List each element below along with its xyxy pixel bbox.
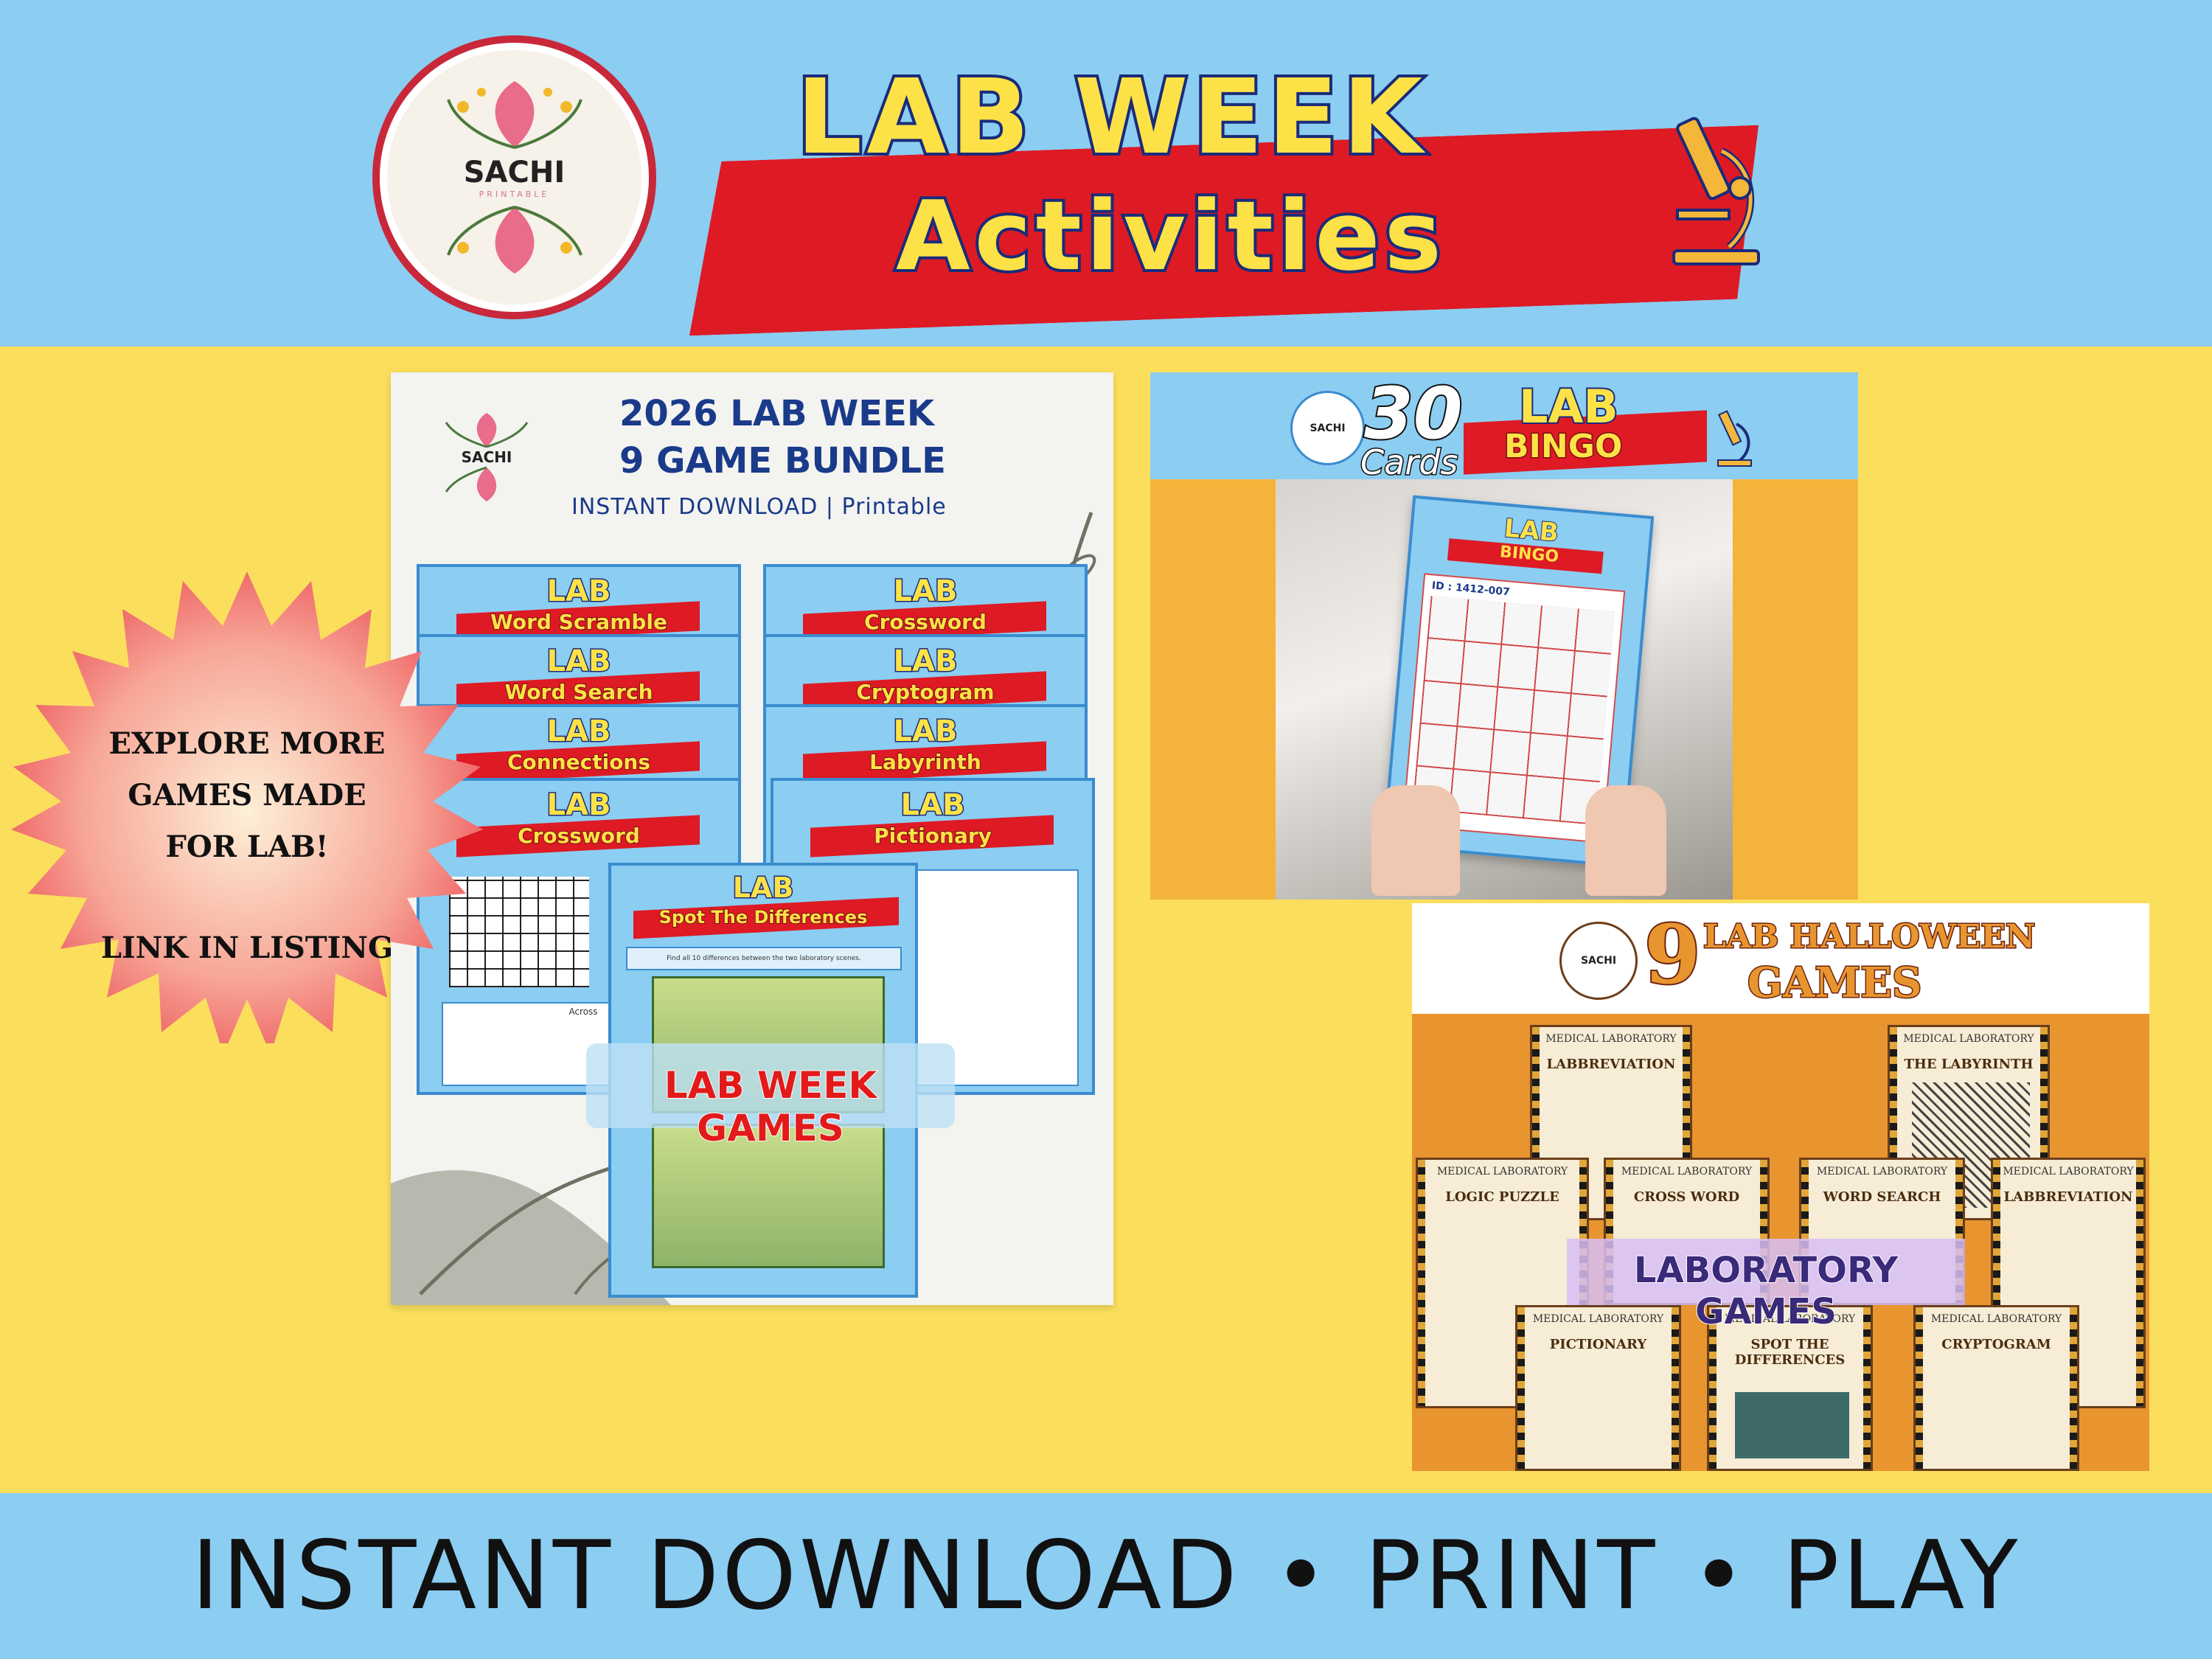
halloween-logo: SACHI bbox=[1559, 922, 1638, 1000]
spot-thumb bbox=[1735, 1392, 1849, 1458]
sheet-header: MEDICAL LABORATORY bbox=[1436, 1166, 1568, 1178]
bundle-sheet[interactable]: SACHI 2026 LAB WEEK 9 GAME BUNDLE INSTAN… bbox=[391, 372, 1113, 1305]
sheet-title: SPOT THE DIFFERENCES bbox=[1734, 1337, 1846, 1368]
mini-card-sub: Crossword bbox=[863, 609, 987, 635]
mini-card-top: LAB bbox=[546, 644, 612, 680]
brand-logo: SACHI PRINTABLE bbox=[372, 35, 656, 319]
sheet-header: MEDICAL LABORATORY bbox=[1724, 1313, 1856, 1325]
bingo-logo: SACHI bbox=[1290, 391, 1365, 465]
bingo-cards-label: Cards bbox=[1359, 442, 1458, 484]
sheet-pictionary[interactable]: MEDICAL LABORATORY PICTIONARY bbox=[1515, 1305, 1681, 1471]
sheet-header: MEDICAL LABORATORY bbox=[1532, 1313, 1664, 1325]
sheet-header: MEDICAL LABORATORY bbox=[1903, 1033, 2034, 1045]
mini-card-top: LAB bbox=[546, 787, 612, 824]
microscope-icon bbox=[1672, 116, 1760, 265]
mini-card-top: LAB bbox=[546, 574, 612, 610]
bundle-floral-icon bbox=[445, 413, 529, 448]
bundle-overlay-text: LAB WEEK GAMES bbox=[664, 1063, 877, 1150]
bingo-hand bbox=[1371, 785, 1460, 896]
sheet-header: MEDICAL LABORATORY bbox=[1930, 1313, 2062, 1325]
bundle-title-1: 2026 LAB WEEK bbox=[619, 393, 935, 434]
sheet-cryptogram[interactable]: MEDICAL LABORATORY CRYPTOGRAM bbox=[1913, 1305, 2079, 1471]
bingo-hand-right bbox=[1585, 785, 1666, 896]
across-label: Across bbox=[568, 1006, 598, 1017]
mini-card-top: LAB bbox=[892, 644, 959, 680]
mini-card-sub: Cryptogram bbox=[855, 679, 995, 705]
sheet-header: MEDICAL LABORATORY bbox=[2003, 1166, 2134, 1178]
mini-card-top: LAB bbox=[892, 574, 959, 610]
burst-line-3: FOR LAB! bbox=[165, 830, 329, 864]
mini-card-sub: Word Search bbox=[504, 679, 653, 705]
sheet-title: LABBREVIATION bbox=[1546, 1057, 1676, 1072]
sheet-title: LABBREVIATION bbox=[2003, 1189, 2133, 1205]
bundle-overlay-strip bbox=[586, 1043, 955, 1128]
bingo-count: 30 bbox=[1363, 372, 1464, 456]
mini-card-top: LAB bbox=[900, 787, 966, 824]
mini-card-top: LAB bbox=[892, 714, 959, 750]
mini-card-sub: Labyrinth bbox=[869, 749, 982, 775]
halloween-line-2: GAMES bbox=[1746, 958, 1922, 1009]
bundle-logo-text: SACHI bbox=[461, 448, 512, 466]
halloween-header bbox=[1412, 903, 2149, 1014]
floral-bottom-icon bbox=[446, 206, 582, 274]
mini-card-sub: Connections bbox=[507, 749, 651, 775]
bottom-tagline: INSTANT DOWNLOAD • PRINT • PLAY bbox=[191, 1521, 2021, 1631]
sheet-title: CROSS WORD bbox=[1633, 1189, 1740, 1205]
bundle-logo: SACHI bbox=[431, 402, 542, 512]
sheet-spot-differences[interactable]: MEDICAL LABORATORY SPOT THE DIFFERENCES bbox=[1707, 1305, 1873, 1471]
bingo-lab-label: LAB bbox=[1517, 378, 1620, 435]
halloween-overlay-strip bbox=[1567, 1239, 1965, 1305]
brand-name: SACHI bbox=[463, 156, 566, 189]
sheet-title: PICTIONARY bbox=[1549, 1337, 1647, 1352]
sheet-header: MEDICAL LABORATORY bbox=[1621, 1166, 1753, 1178]
bundle-floral-icon-2 bbox=[445, 466, 497, 501]
mini-card-sub: Spot The Differences bbox=[658, 906, 869, 928]
sheet-title: CRYPTOGRAM bbox=[1941, 1337, 2051, 1352]
mini-card-top: LAB bbox=[546, 714, 612, 750]
spot-hint: Find all 10 differences between the two … bbox=[626, 947, 902, 970]
crossword-grid bbox=[449, 877, 589, 987]
bundle-subtitle: INSTANT DOWNLOAD | Printable bbox=[571, 494, 947, 520]
burst-line-1: EXPLORE MORE bbox=[108, 726, 386, 761]
halloween-count: 9 bbox=[1643, 905, 1703, 1004]
title-line-1: LAB WEEK bbox=[793, 58, 1427, 178]
bottom-band bbox=[0, 1493, 2212, 1659]
mini-card-sub: Word Scramble bbox=[490, 609, 668, 635]
bingo-microscope-icon bbox=[1717, 410, 1752, 467]
halloween-line-1: LAB HALLOWEEN bbox=[1702, 917, 2036, 957]
burst-line-4: LINK IN LISTING bbox=[100, 931, 394, 965]
halloween-overlay-text: LABORATORY GAMES bbox=[1633, 1249, 1899, 1333]
brand-sub: PRINTABLE bbox=[479, 189, 550, 199]
bingo-panel[interactable]: SACHI 30 Cards LAB BINGO LAB BINGO ID : … bbox=[1150, 372, 1858, 900]
floral-top-icon bbox=[446, 81, 582, 149]
burst-line-2: GAMES MADE bbox=[128, 778, 366, 813]
explore-burst-badge[interactable] bbox=[11, 571, 483, 1043]
bingo-bingo-label: BINGO bbox=[1503, 427, 1623, 467]
title-line-2: Activities bbox=[893, 180, 1446, 292]
sheet-header: MEDICAL LABORATORY bbox=[1816, 1166, 1948, 1178]
mini-card-sub: Pictionary bbox=[873, 823, 992, 849]
sheet-title: THE LABYRINTH bbox=[1904, 1057, 2034, 1072]
mini-card-sub: Crossword bbox=[517, 823, 641, 849]
bundle-title-2: 9 GAME BUNDLE bbox=[619, 440, 946, 481]
halloween-panel[interactable]: SACHI 9 LAB HALLOWEEN GAMES MEDICAL LABO… bbox=[1412, 903, 2149, 1471]
sheet-title: WORD SEARCH bbox=[1823, 1189, 1941, 1205]
mini-card-top: LAB bbox=[731, 871, 795, 905]
sheet-title: LOGIC PUZZLE bbox=[1445, 1189, 1559, 1205]
sheet-header: MEDICAL LABORATORY bbox=[1545, 1033, 1677, 1045]
